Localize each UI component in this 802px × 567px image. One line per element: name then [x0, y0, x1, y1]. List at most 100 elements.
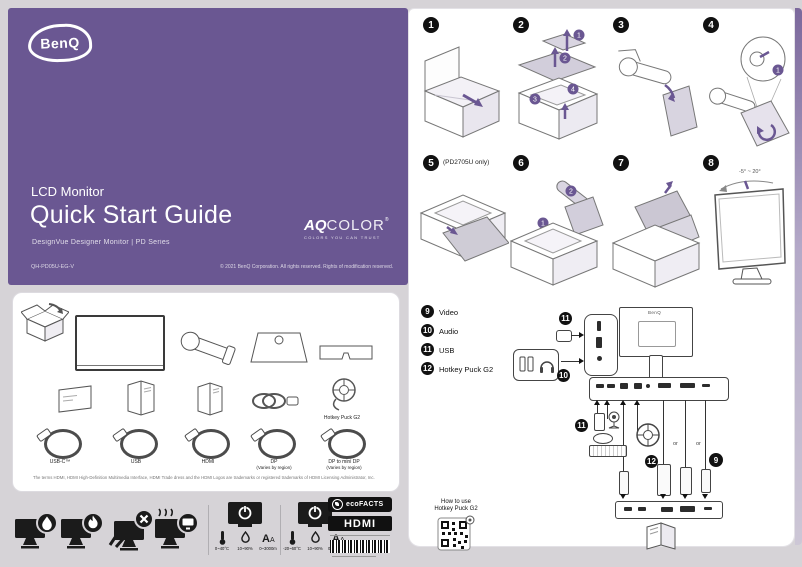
monitor-item — [75, 315, 165, 371]
unboxing-icon — [21, 303, 69, 342]
usb-device-icon — [556, 330, 572, 342]
no-fire-warning-icon — [61, 512, 104, 549]
cover-panel: BenQ LCD Monitor Quick Start Guide Desig… — [8, 8, 408, 285]
pc-port-dp — [680, 506, 695, 512]
legend-video-label: Video — [439, 308, 459, 317]
audio-arrow-line — [561, 361, 580, 362]
hotkey-puck-item — [332, 378, 356, 411]
step-1-illustration — [423, 46, 501, 138]
usbc-cable-ring — [44, 429, 82, 459]
strip-divider-1 — [208, 505, 209, 555]
aqcolor-tagline: COLORS YOU CAN TRUST — [304, 235, 381, 240]
svg-text:2: 2 — [569, 189, 573, 196]
cable-usb1 — [597, 405, 598, 415]
svg-text:1: 1 — [776, 68, 780, 75]
hdmi-connector — [657, 464, 671, 496]
svg-text:A: A — [270, 537, 275, 544]
side-port-usb1 — [597, 321, 601, 331]
cable-hdmi — [663, 400, 664, 464]
hdmi-cable-label: HDMI — [201, 459, 215, 465]
step-7-illustration — [611, 181, 701, 288]
connection-puck-badge: 12 — [645, 455, 658, 468]
cover-subtitle: DesignVue Designer Monitor | PD Series — [32, 239, 170, 246]
arrow-hdmi-down — [660, 494, 666, 499]
step-4-illustration: 1 — [709, 36, 790, 147]
safety-booklet — [197, 382, 223, 416]
svg-text:4: 4 — [571, 87, 575, 94]
pc-port-usb2 — [638, 507, 646, 511]
legend-usb-label: USB — [439, 346, 455, 355]
earphone-box — [513, 349, 559, 381]
port-audio — [646, 384, 650, 388]
dp-cable-note: (Varies by region) — [256, 465, 292, 470]
port-usb-a-2 — [607, 384, 615, 388]
usb-arrow-line — [571, 335, 580, 336]
operating-humidity: 10~90% — [237, 531, 254, 551]
copyright-text: © 2021 BenQ Corporation. All rights rese… — [220, 264, 394, 270]
legend-puck-badge: 12 — [421, 362, 434, 375]
page-title: Quick Start Guide — [30, 201, 233, 229]
connection-video-badge: 9 — [709, 453, 723, 467]
dp-cable-label: DP — [270, 459, 278, 465]
ecofacts-logo: ecoFACTS — [328, 497, 392, 512]
usb-cable-item: USB — [111, 427, 158, 473]
qr-caption-line1: How to use — [440, 499, 471, 505]
legend-audio-badge: 10 — [421, 324, 434, 337]
svg-text:2: 2 — [563, 56, 567, 63]
computer-ports-bar — [615, 501, 723, 519]
quick-start-guide-booklet — [58, 385, 92, 413]
hdmi-trademark-footnote: The terms HDMI, HDMI High-Definition Mul… — [33, 475, 375, 480]
product-line: LCD Monitor — [31, 184, 104, 199]
cable-arrow-usb1 — [594, 400, 600, 405]
cable-usb2 — [607, 405, 608, 419]
port-dp — [680, 383, 695, 388]
cable-clip-item — [319, 345, 373, 360]
usbc-connector — [619, 471, 629, 495]
humidity-icon-2 — [310, 531, 320, 543]
dp-cable-item: DP (Varies by region) — [249, 427, 296, 473]
port-usb-a-1 — [596, 384, 604, 388]
stand-base-item — [250, 332, 308, 363]
dp-mini-dp-cable-item: DP to mini DP (Varies by region) — [319, 427, 366, 473]
svg-text:3: 3 — [533, 97, 537, 104]
pc-port-mini-dp — [704, 507, 712, 510]
aqcolor-logo: AQCOLOR® COLORS YOU CAN TRUST — [304, 218, 408, 240]
svg-text:1: 1 — [577, 33, 581, 40]
hdmi-logo: HDMI — [328, 516, 392, 531]
arrow-mini-dp-down — [702, 494, 708, 499]
arrow-dp-down — [682, 494, 688, 499]
qr-code — [437, 515, 475, 551]
usb-cable-ring — [120, 429, 158, 459]
regulatory-booklet — [127, 380, 155, 416]
aqcolor-light: COLOR — [326, 217, 385, 234]
monitor-vesa-area — [638, 321, 676, 347]
cable-arrow-puck — [634, 400, 640, 405]
webcam-icon — [608, 411, 620, 429]
side-port-usb2 — [596, 337, 602, 348]
page-edge-strip — [795, 8, 802, 545]
flash-drive-icon — [594, 413, 605, 431]
power-monitor-icon — [228, 502, 262, 527]
step-6-illustration: 2 1 — [509, 180, 604, 286]
cable-arrow-usbc — [620, 400, 626, 405]
hdmi-logo-text: HDMI — [343, 517, 377, 530]
pc-port-hdmi — [661, 507, 673, 512]
cable-usbc — [623, 405, 624, 471]
step-8-illustration — [714, 180, 786, 285]
connection-audio-badge: 10 — [557, 369, 570, 382]
usbc-cable-item: USB-C™ — [35, 427, 82, 473]
ecofacts-label: ecoFACTS — [346, 501, 384, 508]
or-label-1: or — [673, 441, 678, 447]
cable-puck — [637, 405, 638, 431]
monitor-brand-text: BenQ — [648, 310, 662, 315]
mini-dp-connector — [701, 469, 711, 493]
dp-connector — [680, 467, 692, 495]
aqcolor-reg: ® — [384, 217, 389, 223]
port-usb-b — [634, 383, 642, 389]
thermometer-icon — [219, 531, 225, 545]
barcode-number-line — [332, 556, 376, 557]
step-3-badge: 3 — [613, 17, 629, 33]
